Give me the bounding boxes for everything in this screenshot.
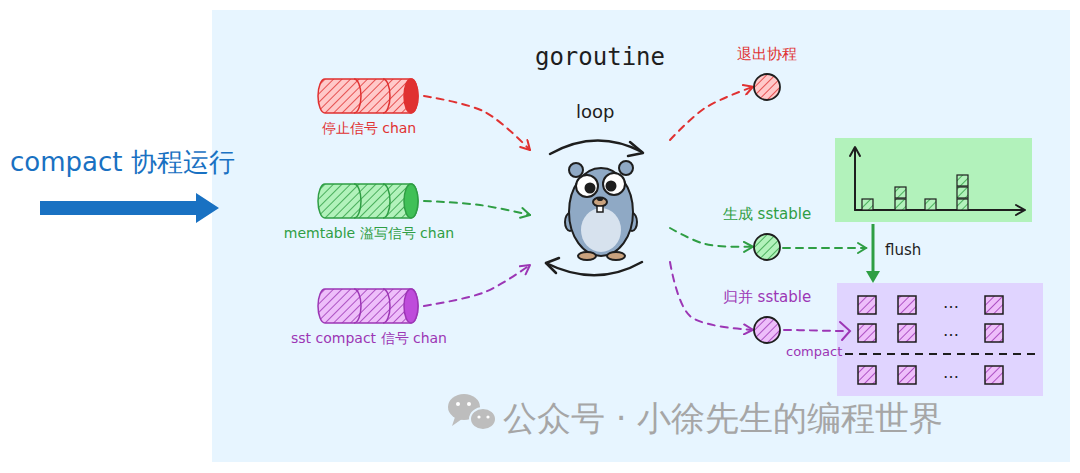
loop-label: loop <box>576 101 614 123</box>
ellipsis: … <box>943 293 959 312</box>
state-circle: 退出协程 <box>734 45 800 102</box>
sstable-chart <box>835 138 1032 222</box>
goroutine-node: goroutine <box>530 42 670 277</box>
node-label: 归并 sstable <box>723 288 811 307</box>
dashed-connector <box>670 87 753 140</box>
ellipsis: … <box>943 363 959 382</box>
compact-arrow <box>784 322 850 340</box>
title-label: compact 协程运行 <box>10 147 235 178</box>
state-circle: 归并 sstable <box>720 288 814 345</box>
cylinder-shape <box>317 78 421 114</box>
node-label: 退出协程 <box>737 45 797 64</box>
wechat-icon <box>448 394 496 430</box>
dashed-connector <box>424 96 530 150</box>
dashed-connector <box>424 201 530 215</box>
channel-cylinder: 停止信号 chan <box>314 78 424 138</box>
circle-shape <box>752 72 782 102</box>
node-label: 停止信号 chan <box>322 120 416 138</box>
loop-arrows <box>546 140 643 275</box>
watermark: 公众号 · 小徐先生的编程世界 <box>503 398 943 439</box>
compact-label: compact <box>786 344 842 360</box>
node-label: sst compact 信号 chan <box>291 330 447 348</box>
panel-background <box>212 10 1070 462</box>
cylinder-shape <box>317 288 421 324</box>
flush-arrow <box>866 224 880 283</box>
channel-cylinder: sst compact 信号 chan <box>288 288 450 348</box>
channel-cylinder: memtable 溢写信号 chan <box>281 183 457 243</box>
node-label: 生成 sstable <box>723 205 811 224</box>
to-chart-arrow <box>783 243 866 253</box>
cylinder-shape <box>317 183 421 219</box>
sstable-levels <box>837 283 1043 396</box>
dashed-connector <box>424 265 530 306</box>
node-label: memtable 溢写信号 chan <box>284 225 454 243</box>
dashed-connector <box>670 228 753 247</box>
entry-arrow <box>40 193 219 223</box>
gopher-illustration <box>565 161 637 260</box>
circle-shape <box>752 315 782 345</box>
circle-shape <box>752 232 782 262</box>
flush-label: flush <box>885 241 921 259</box>
state-circle: 生成 sstable <box>720 205 814 262</box>
ellipsis: … <box>943 321 959 340</box>
node-label: goroutine <box>535 42 665 72</box>
